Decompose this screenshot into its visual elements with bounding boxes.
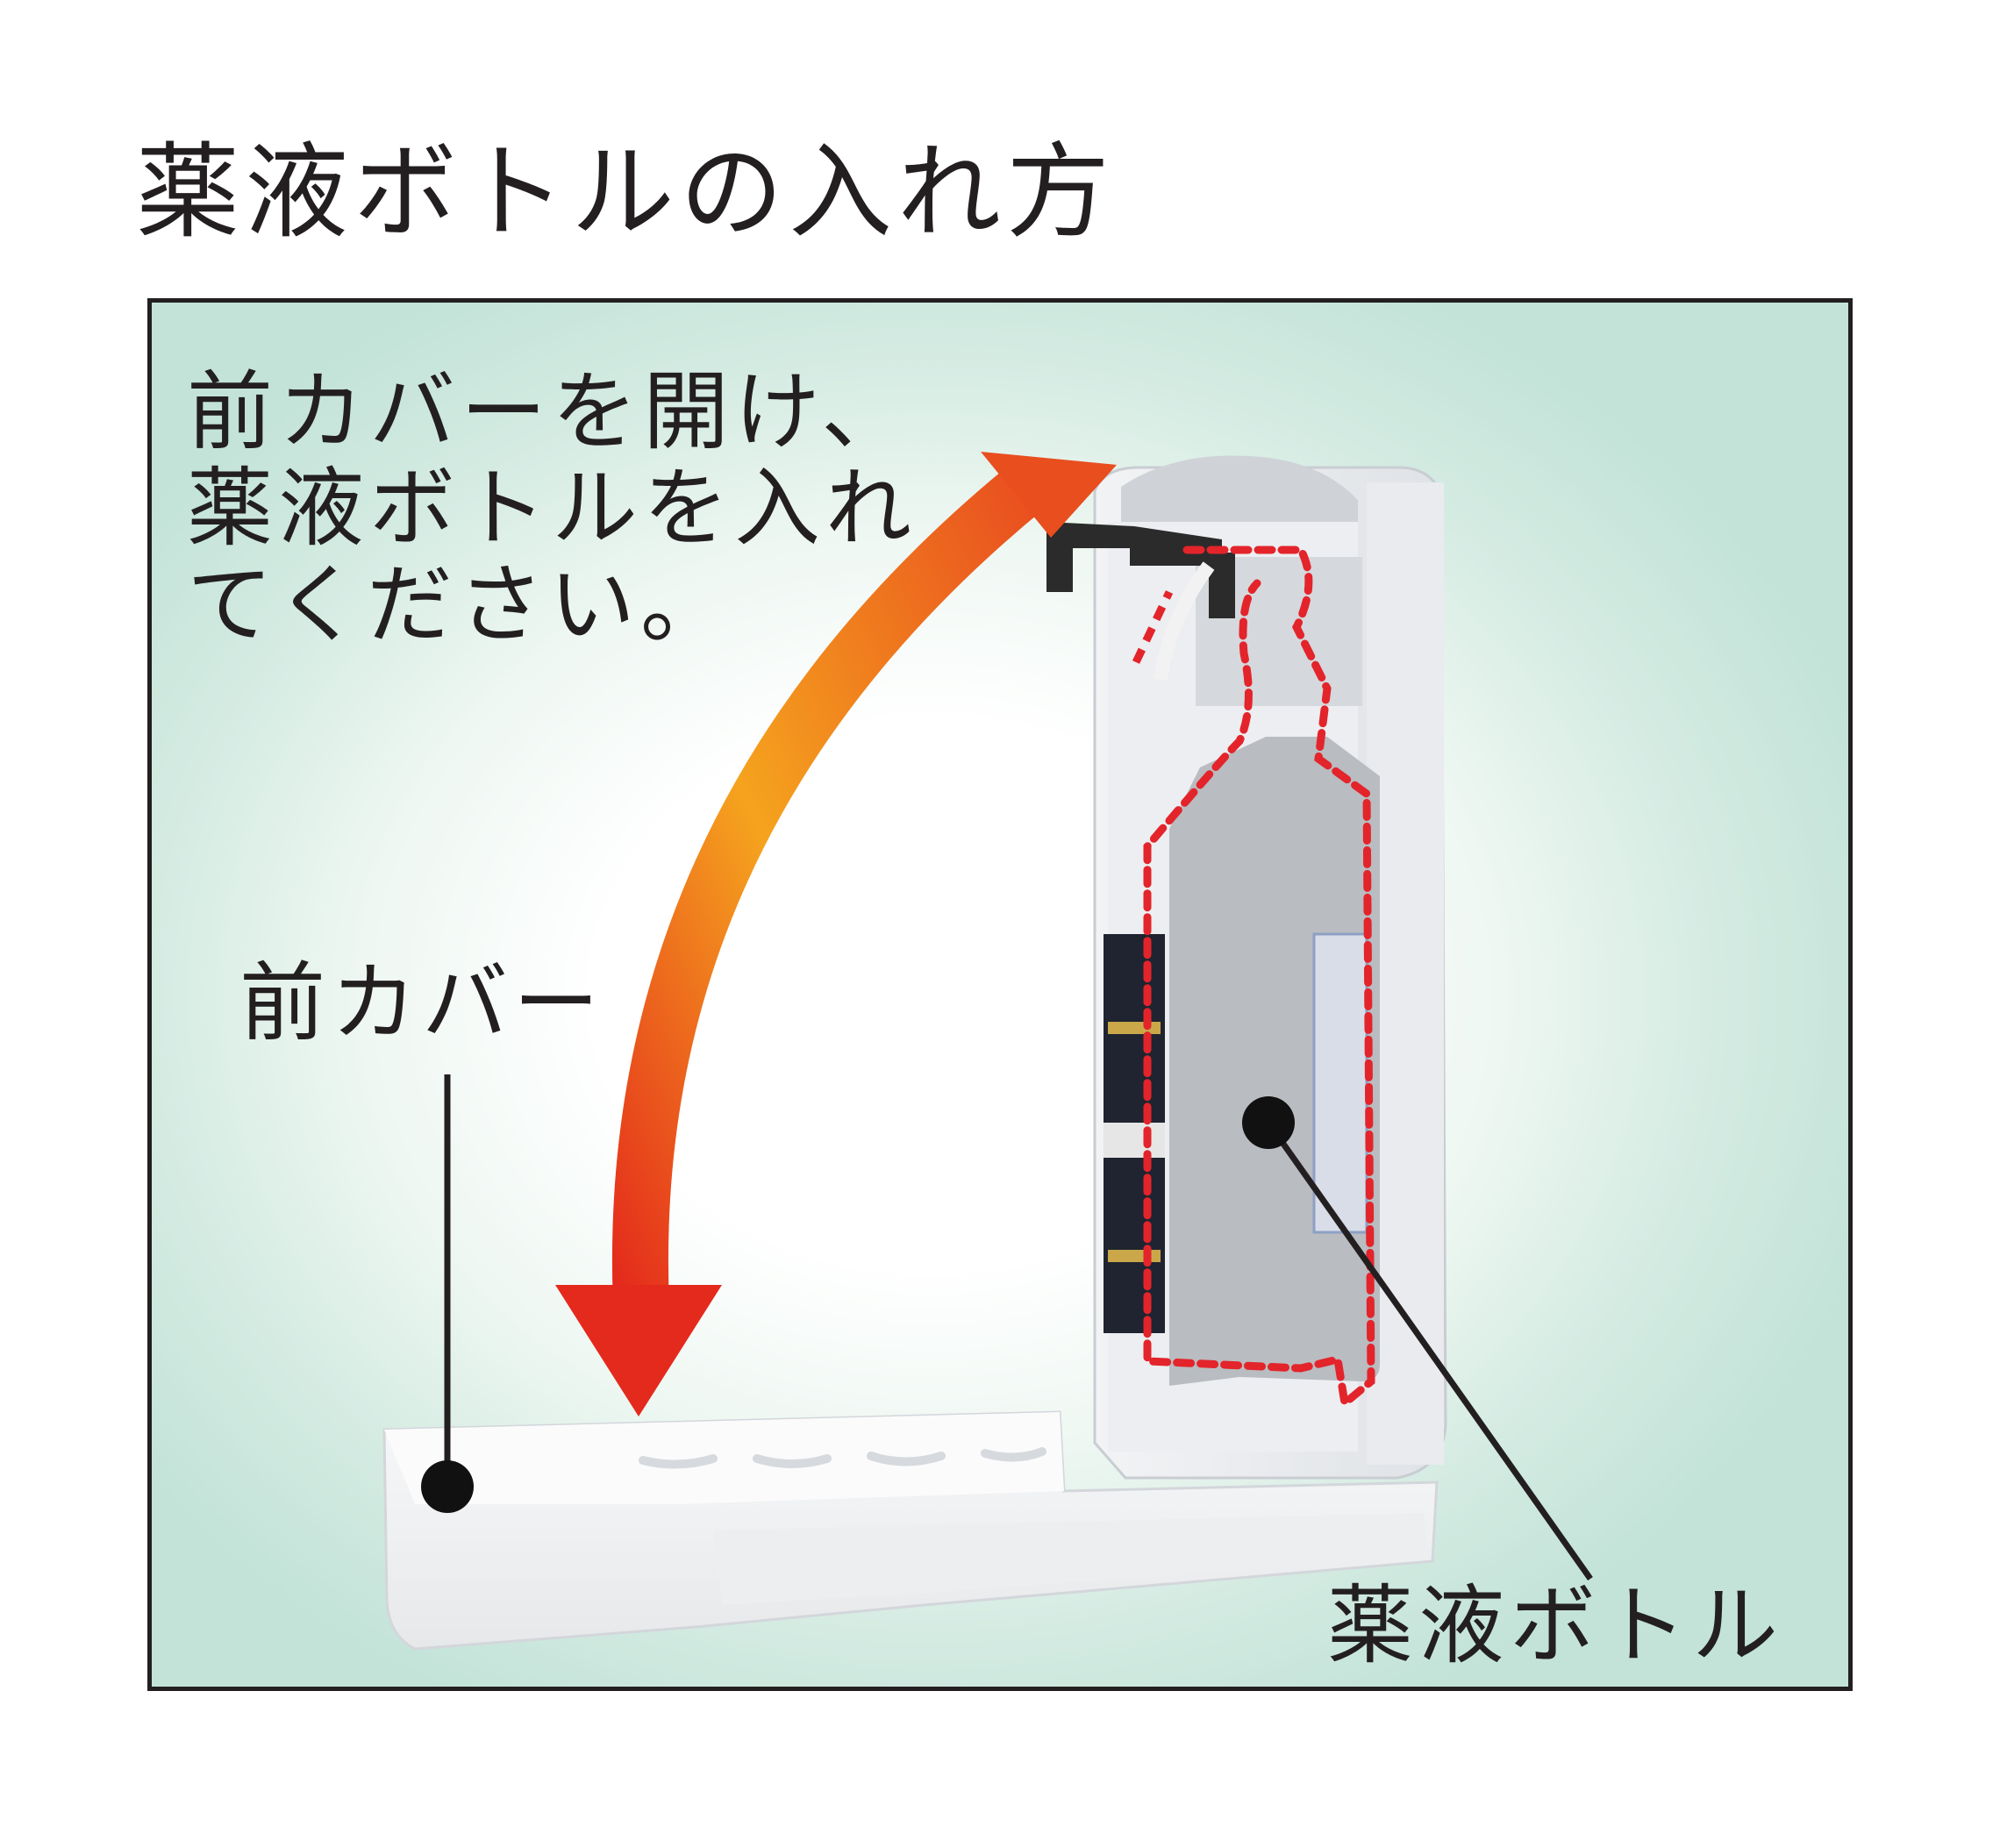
bottle-outline [1143,546,1375,1411]
illustration-panel: 前カバーを開け、 薬液ボトルを入れ てください。 前カバー 薬液ボトル [147,298,1853,1691]
instruction-line: 前カバーを開け、 [187,362,913,462]
instruction-text: 前カバーを開け、 薬液ボトルを入れ てください。 [187,364,1064,653]
callout-dot-icon [421,1460,474,1513]
dispenser-body [1046,455,1447,1480]
bottle-leader [1266,1120,1593,1581]
callout-dot-icon [1242,1096,1295,1149]
front-cover [382,1410,1439,1651]
dispenser-illustration [382,452,1593,1651]
chemical-bottle-label: 薬液ボトル [1327,1576,1784,1676]
page-title: 薬液ボトルの入れ方 [136,132,1116,253]
instruction-line: 薬液ボトルを入れ [187,459,918,559]
curved-arrow-icon [555,452,1117,1416]
instruction-line: てください。 [187,555,732,655]
front-cover-label: 前カバー [239,953,605,1053]
